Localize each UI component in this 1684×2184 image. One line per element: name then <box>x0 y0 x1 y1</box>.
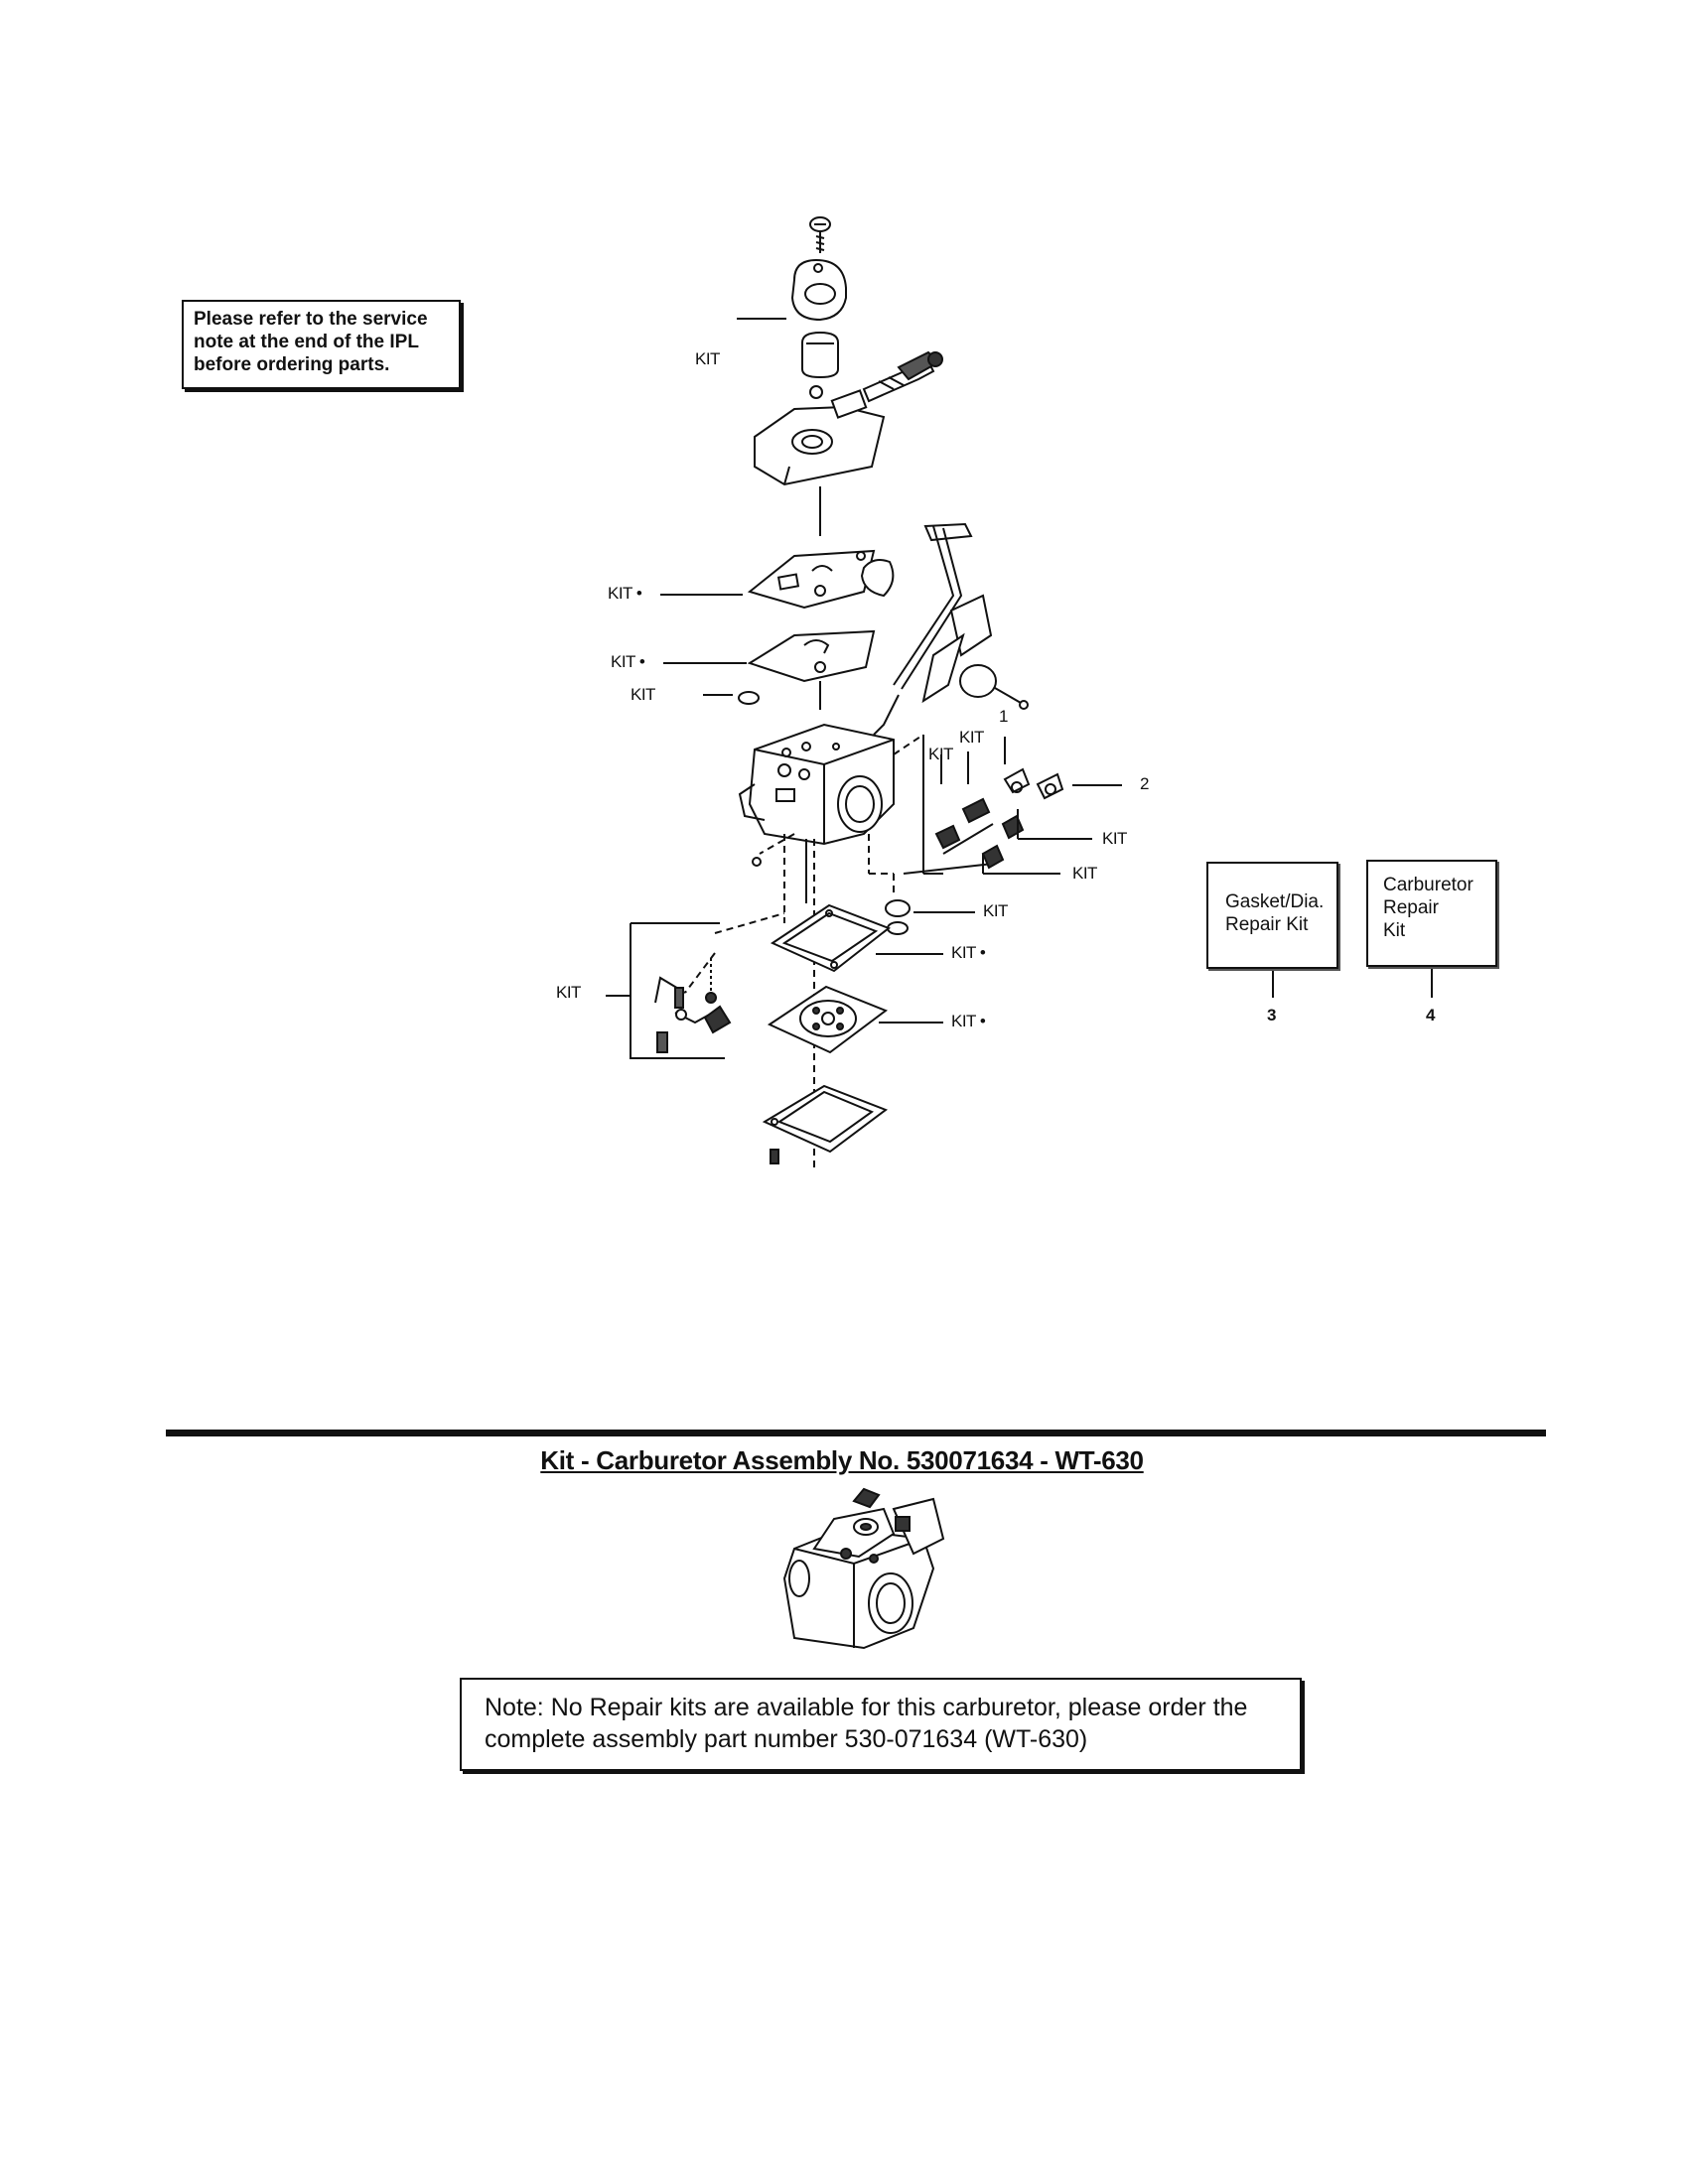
kit-label-welch-plug: KIT <box>983 901 1008 920</box>
metering-diaphragm-part <box>767 985 889 1054</box>
kit-label-needle-b: KIT <box>959 728 984 747</box>
callout-number-1: 1 <box>999 707 1008 726</box>
kit-label-pump-gasket: KIT • <box>608 584 642 603</box>
choke-lever-part <box>921 594 1029 710</box>
bottom-note-line-1: Note: No Repair kits are available for t… <box>485 1694 1248 1721</box>
callout-number-2: 2 <box>1140 774 1149 793</box>
filter-screen-part <box>801 331 839 379</box>
repair-kit-number: 4 <box>1426 1006 1436 1024</box>
throttle-shaft-part <box>856 522 973 736</box>
cover-flange-part <box>790 258 847 322</box>
top-screw-part <box>809 216 831 253</box>
kit-label-metering-diaphragm: KIT • <box>951 1012 986 1030</box>
kit-label-needle-d: KIT <box>1072 864 1097 883</box>
carburetor-body-part <box>738 723 895 846</box>
adjustment-needles-part <box>934 767 1064 870</box>
pump-cover-part <box>754 359 935 486</box>
service-note-line-2: note at the end of the IPL <box>194 332 419 352</box>
pump-gasket-part <box>747 549 876 610</box>
kit-label-pump-diaphragm: KIT • <box>611 652 645 671</box>
gasket-kit-line-2: Repair Kit <box>1225 914 1309 935</box>
metering-cover-part <box>762 1084 889 1164</box>
repair-kit-line-3: Kit <box>1383 920 1406 941</box>
kit-label-small-gasket: KIT <box>631 685 655 704</box>
pump-diaphragm-part <box>747 629 876 710</box>
bottom-note-line-2: complete assembly part number 530-071634… <box>485 1725 1088 1753</box>
section-divider <box>166 1430 1546 1436</box>
kit-label-metering-gasket: KIT • <box>951 943 986 962</box>
small-gasket-part <box>738 691 760 705</box>
service-note-line-3: before ordering parts. <box>194 354 390 375</box>
assembled-carburetor-illustration <box>782 1487 945 1650</box>
inlet-lever-kit-part <box>630 922 732 1059</box>
welch-plug-part <box>752 857 911 935</box>
kit-label-filter: KIT <box>695 349 720 368</box>
repair-kit-line-2: Repair <box>1383 897 1439 918</box>
gasket-diaphragm-kit-box: Gasket/Dia. Repair Kit <box>1206 862 1338 969</box>
service-note-box: Please refer to the service note at the … <box>182 300 461 389</box>
repair-kit-line-1: Carburetor <box>1383 875 1474 895</box>
repair-kit-availability-note: Note: No Repair kits are available for t… <box>460 1678 1302 1771</box>
kit-label-needle-c: KIT <box>1102 829 1127 848</box>
metering-gasket-part <box>770 903 892 973</box>
carburetor-repair-kit-box: Carburetor Repair Kit <box>1366 860 1497 967</box>
section-title: Kit - Carburetor Assembly No. 530071634 … <box>540 1445 1144 1475</box>
kit-label-inlet-lever: KIT <box>556 983 581 1002</box>
gasket-kit-number: 3 <box>1267 1006 1277 1024</box>
gasket-kit-line-1: Gasket/Dia. <box>1225 891 1325 912</box>
service-note-line-1: Please refer to the service <box>194 309 428 330</box>
kit-label-needle-a: KIT <box>928 745 953 763</box>
inlet-needle-part <box>897 350 943 381</box>
